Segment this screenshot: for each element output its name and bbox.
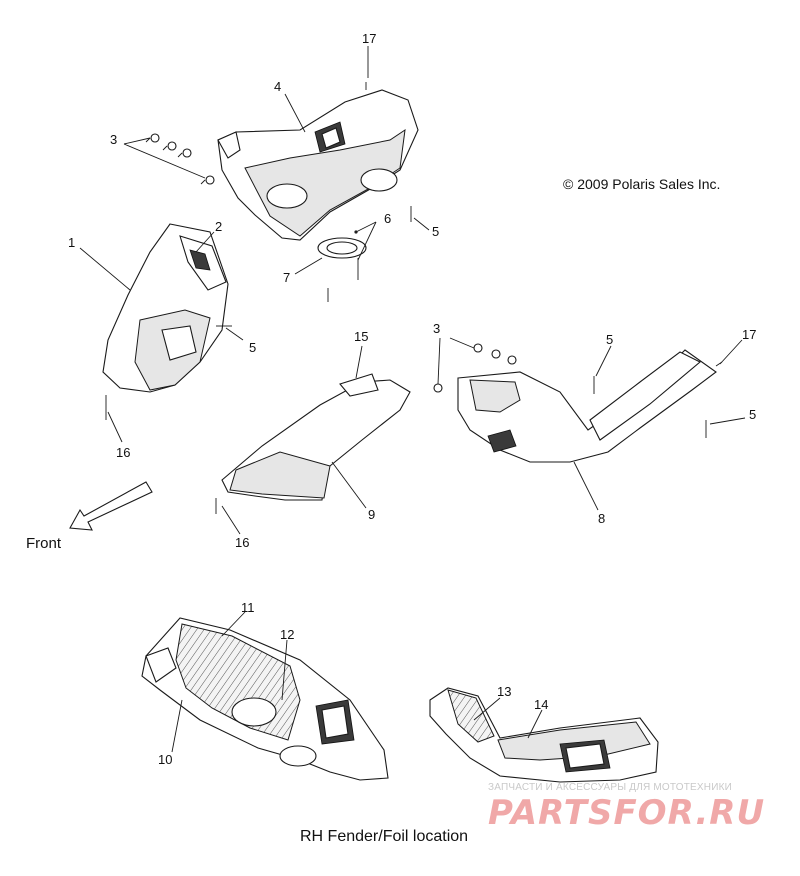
callout-4: 4	[274, 79, 282, 94]
part-9-center-foil	[215, 373, 411, 514]
callout-16: 16	[235, 535, 250, 550]
callout-5: 5	[432, 224, 440, 239]
callout-5: 5	[606, 332, 614, 347]
callout-3: 3	[433, 321, 441, 336]
callout-13: 13	[497, 684, 512, 699]
callout-17: 17	[742, 327, 757, 342]
part-7-grommet	[317, 237, 367, 259]
watermark-logo: PARTSFOR.RU	[488, 793, 766, 833]
watermark-subtitle: ЗАПЧАСТИ И АКСЕССУАРЫ ДЛЯ МОТОТЕХНИКИ	[488, 782, 733, 793]
callout-15: 15	[354, 329, 369, 344]
callout-11: 11	[241, 600, 255, 615]
callout-12: 12	[280, 627, 295, 642]
callout-17: 17	[362, 31, 377, 46]
fastener-parts-3-upper	[145, 133, 215, 185]
callout-10: 10	[158, 752, 173, 767]
part-4-rear-panel	[217, 89, 419, 241]
callout-9: 9	[368, 507, 376, 522]
part-8-right-fender	[457, 349, 723, 463]
callout-5: 5	[749, 407, 757, 422]
callout-5: 5	[249, 340, 257, 355]
front-direction-label: Front	[26, 535, 62, 552]
front-direction-arrow	[69, 481, 153, 531]
copyright-notice: © 2009 Polaris Sales Inc.	[563, 176, 721, 192]
part-13-14-rh-foil	[429, 687, 659, 783]
callout-7: 7	[283, 270, 291, 285]
leader-lines	[79, 46, 746, 753]
callout-2: 2	[215, 219, 223, 234]
part-10-12-lh-foil-assembly	[141, 617, 389, 781]
diagram-caption: RH Fender/Foil location	[300, 828, 469, 845]
callout-8: 8	[598, 511, 606, 526]
fastener-parts-3-right	[433, 343, 517, 393]
callout-16: 16	[116, 445, 131, 460]
callout-6: 6	[384, 211, 392, 226]
part-1-front-fender	[102, 223, 232, 420]
callout-3: 3	[110, 132, 118, 147]
callout-14: 14	[534, 697, 549, 712]
callout-1: 1	[68, 235, 76, 250]
